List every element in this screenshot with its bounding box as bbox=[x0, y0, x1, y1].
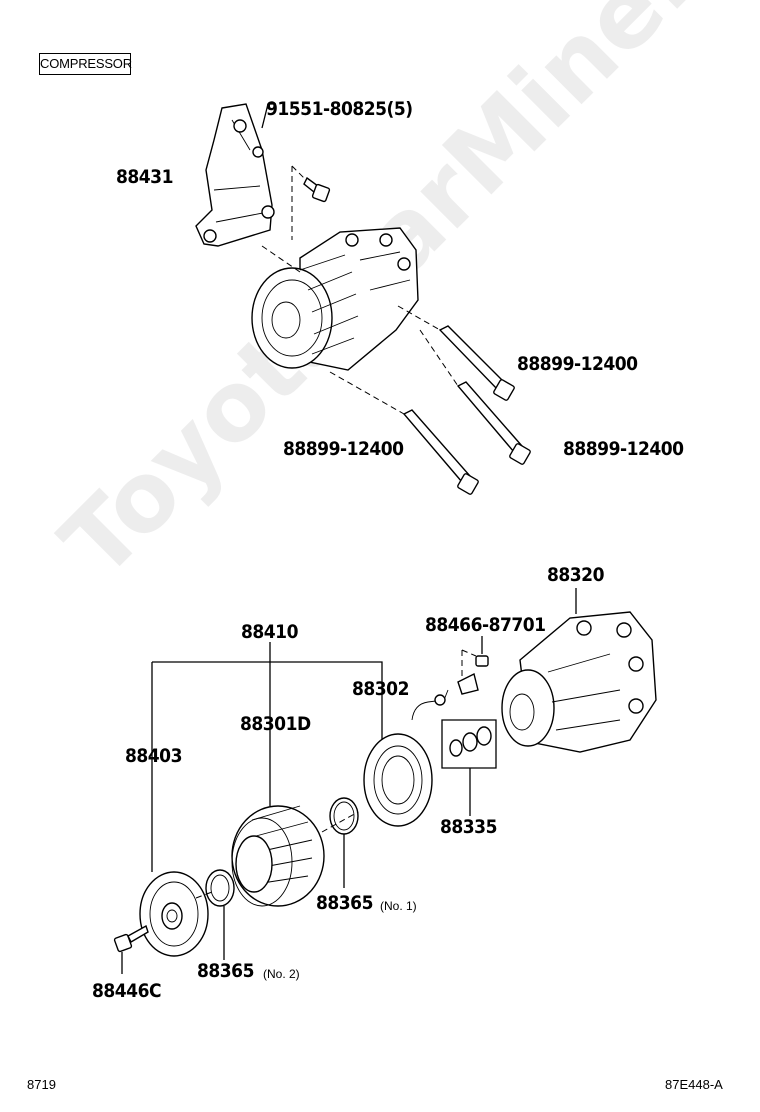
compressor-upper-drawing[interactable] bbox=[251, 227, 419, 371]
oring-kit-drawing[interactable] bbox=[441, 719, 497, 769]
callout-clutch-assy[interactable]: 88410 bbox=[241, 621, 298, 643]
callout-oring-kit[interactable]: 88335 bbox=[440, 816, 497, 838]
callout-hub-bolt[interactable]: 88446C bbox=[92, 980, 162, 1002]
figure-code: 87E448-A bbox=[665, 1077, 723, 1092]
long-bolt-middle-drawing[interactable] bbox=[456, 381, 531, 465]
long-bolt-upper-drawing[interactable] bbox=[438, 325, 515, 401]
callout-bolt-upper-right[interactable]: 88899-12400 bbox=[517, 353, 638, 375]
callout-bolt-switch[interactable]: 88466-87701 bbox=[425, 614, 546, 636]
bracket-drawing[interactable] bbox=[195, 103, 275, 247]
callout-hub[interactable]: 88403 bbox=[125, 745, 182, 767]
pulley-drawing[interactable] bbox=[231, 805, 325, 907]
callout-snap-ring-1-note: (No. 1) bbox=[380, 899, 417, 913]
callout-snap-ring-2-note: (No. 2) bbox=[263, 967, 300, 981]
callout-pulley[interactable]: 88301D bbox=[240, 713, 311, 735]
page-code: 8719 bbox=[27, 1077, 56, 1092]
compressor-assembly-drawing[interactable] bbox=[501, 611, 657, 753]
callout-snap-ring-1[interactable]: 88365 bbox=[316, 892, 373, 914]
flange-bolt-drawing[interactable] bbox=[303, 176, 331, 203]
hub-bolt-drawing[interactable] bbox=[113, 924, 149, 953]
callout-bolt-lower-right[interactable]: 88899-12400 bbox=[563, 438, 684, 460]
callout-stator[interactable]: 88302 bbox=[352, 678, 409, 700]
callout-bolt-lower-left[interactable]: 88899-12400 bbox=[283, 438, 404, 460]
long-bolt-lower-drawing[interactable] bbox=[402, 409, 479, 495]
section-title: COMPRESSOR bbox=[39, 53, 132, 75]
stator-drawing[interactable] bbox=[363, 733, 433, 827]
snap-ring-1-drawing[interactable] bbox=[329, 797, 359, 835]
callout-snap-ring-2[interactable]: 88365 bbox=[197, 960, 254, 982]
hub-drawing[interactable] bbox=[139, 871, 209, 957]
switch-bolt-drawing[interactable] bbox=[411, 655, 489, 721]
snap-ring-2-drawing[interactable] bbox=[205, 869, 235, 907]
callout-bolt-bracket[interactable]: 91551-80825(5) bbox=[266, 98, 413, 120]
callout-bracket[interactable]: 88431 bbox=[116, 166, 173, 188]
callout-compressor-assy[interactable]: 88320 bbox=[547, 564, 604, 586]
